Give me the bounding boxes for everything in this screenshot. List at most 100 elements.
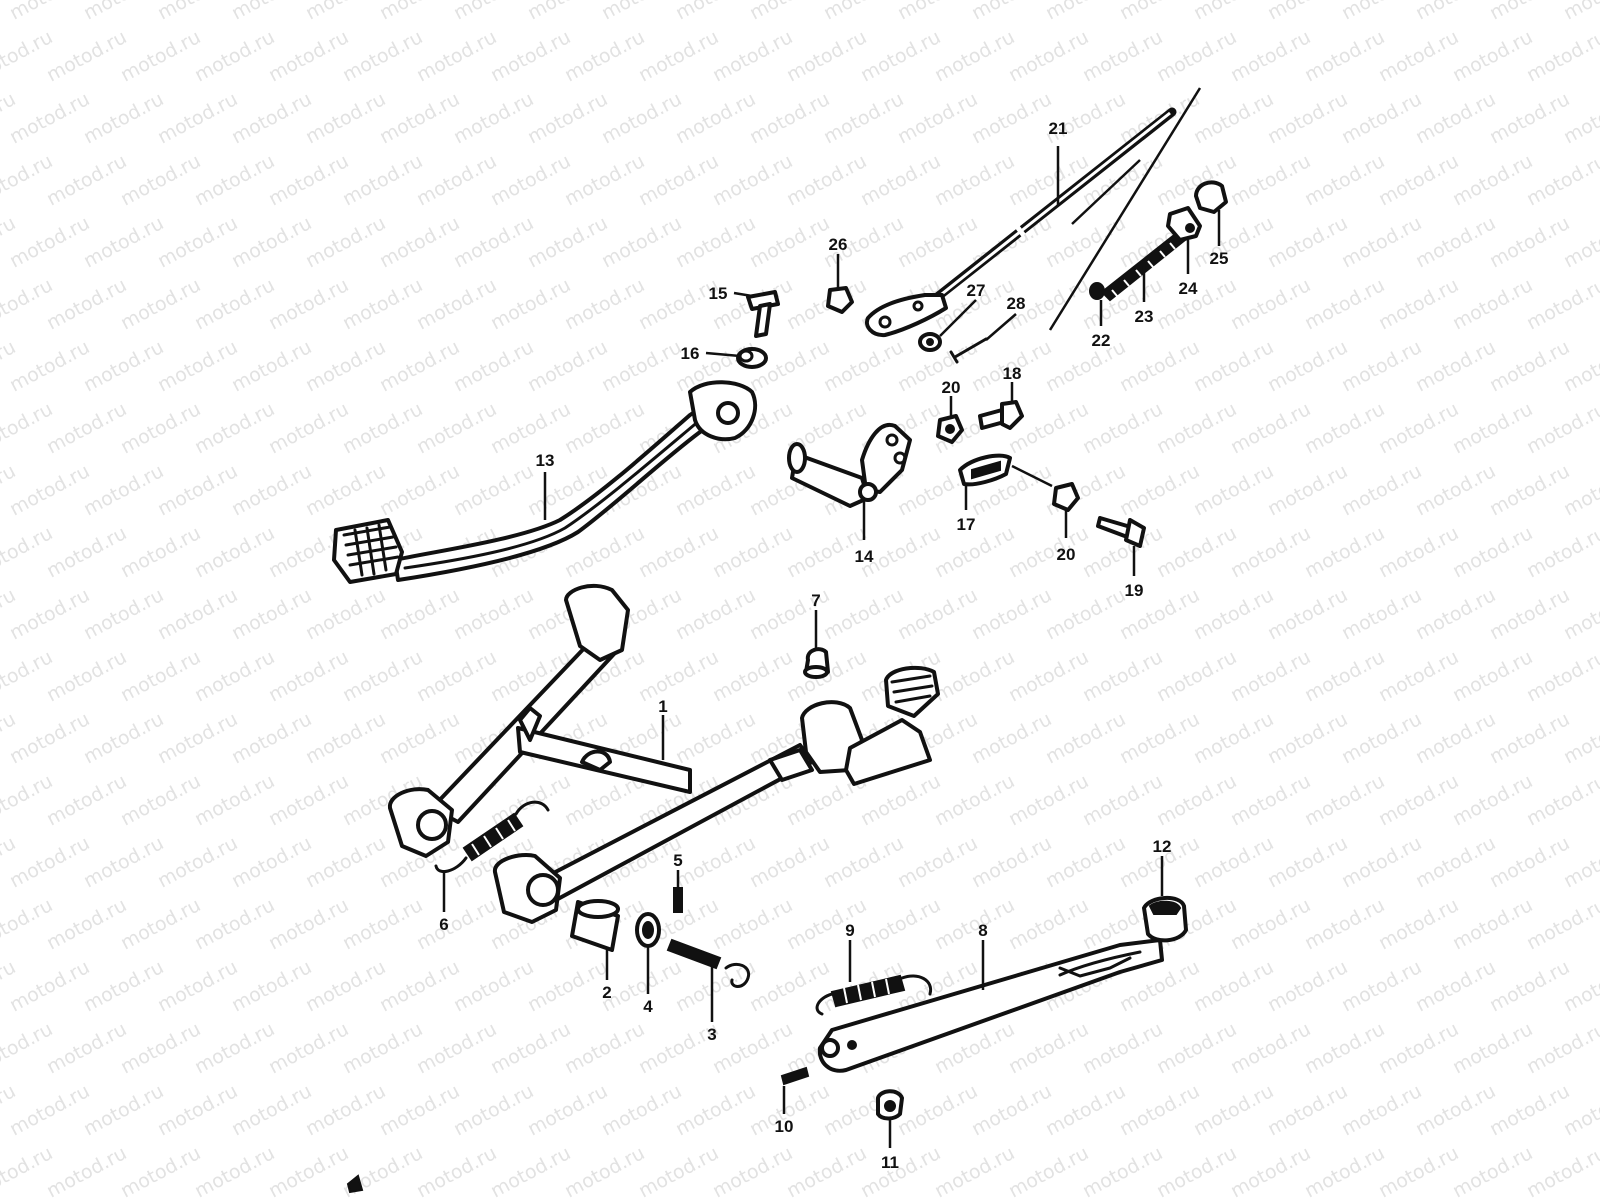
callout-10: 10 bbox=[775, 1086, 793, 1136]
watermark-text: motod.ru bbox=[376, 0, 463, 24]
watermark-text: motod.ru bbox=[1301, 274, 1388, 334]
watermark-text: motod.ru bbox=[635, 1142, 722, 1200]
watermark-text: motod.ru bbox=[339, 26, 426, 86]
watermark-text: motod.ru bbox=[117, 770, 204, 830]
watermark-text: motod.ru bbox=[1375, 26, 1462, 86]
spring-9-part bbox=[815, 974, 933, 1016]
callout-14: 14 bbox=[855, 500, 874, 566]
callout-4: 4 bbox=[643, 946, 653, 1016]
watermark-text: motod.ru bbox=[154, 460, 241, 520]
watermark-text: motod.ru bbox=[1375, 274, 1462, 334]
watermark-text: motod.ru bbox=[1523, 894, 1600, 954]
nut-20a-part bbox=[936, 414, 964, 444]
watermark-text: motod.ru bbox=[1264, 336, 1351, 396]
watermark-text: motod.ru bbox=[302, 212, 389, 272]
watermark-text: motod.ru bbox=[1412, 212, 1499, 272]
watermark-text: motod.ru bbox=[598, 88, 685, 148]
watermark-text: motod.ru bbox=[154, 0, 241, 24]
watermark-text: motod.ru bbox=[1227, 1018, 1314, 1078]
callout-9-label: 9 bbox=[845, 921, 854, 940]
watermark-text: motod.ru bbox=[1486, 584, 1573, 644]
watermark-text: motod.ru bbox=[6, 460, 93, 520]
watermark-text: motod.ru bbox=[1375, 1142, 1462, 1200]
watermark-text: motod.ru bbox=[43, 770, 130, 830]
watermark-text: motod.ru bbox=[1153, 770, 1240, 830]
watermark-text: motod.ru bbox=[339, 150, 426, 210]
watermark-text: motod.ru bbox=[1412, 88, 1499, 148]
watermark-text: motod.ru bbox=[783, 26, 870, 86]
watermark-text: motod.ru bbox=[1301, 398, 1388, 458]
watermark-text: motod.ru bbox=[1449, 646, 1536, 706]
watermark-text: motod.ru bbox=[191, 274, 278, 334]
watermark-text: motod.ru bbox=[1190, 0, 1277, 24]
watermark-text: motod.ru bbox=[450, 584, 537, 644]
watermark-text: motod.ru bbox=[524, 956, 611, 1016]
bolt-15-part bbox=[746, 290, 780, 338]
watermark-text: motod.ru bbox=[820, 88, 907, 148]
watermark-text: motod.ru bbox=[1190, 460, 1277, 520]
watermark-text: motod.ru bbox=[894, 832, 981, 892]
watermark-text: motod.ru bbox=[1412, 1080, 1499, 1140]
callout-9: 9 bbox=[845, 921, 855, 982]
watermark-text: motod.ru bbox=[191, 398, 278, 458]
watermark-text: motod.ru bbox=[1412, 956, 1499, 1016]
watermark-text: motod.ru bbox=[80, 584, 167, 644]
watermark-text: motod.ru bbox=[1523, 770, 1600, 830]
watermark-text: motod.ru bbox=[672, 88, 759, 148]
callout-3: 3 bbox=[707, 966, 717, 1044]
callout-13: 13 bbox=[536, 451, 554, 520]
watermark-text: motod.ru bbox=[117, 646, 204, 706]
callout-21-label: 21 bbox=[1049, 119, 1068, 138]
callout-8: 8 bbox=[978, 921, 988, 990]
watermark-text: motod.ru bbox=[1338, 88, 1425, 148]
callout-22-label: 22 bbox=[1092, 331, 1111, 350]
watermark-text: motod.ru bbox=[894, 88, 981, 148]
callout-6: 6 bbox=[439, 870, 449, 934]
watermark-text: motod.ru bbox=[1079, 646, 1166, 706]
watermark-text: motod.ru bbox=[6, 708, 93, 768]
watermark-text: motod.ru bbox=[598, 212, 685, 272]
watermark-text: motod.ru bbox=[43, 894, 130, 954]
callout-5-label: 5 bbox=[673, 851, 682, 870]
watermark-text: motod.ru bbox=[1264, 708, 1351, 768]
watermark-text: motod.ru bbox=[598, 336, 685, 396]
watermark-text: motod.ru bbox=[6, 88, 93, 148]
watermark-text: motod.ru bbox=[191, 150, 278, 210]
watermark-text: motod.ru bbox=[894, 212, 981, 272]
callout-20a: 20 bbox=[942, 378, 961, 416]
callout-17: 17 bbox=[957, 484, 975, 534]
watermark-text: motod.ru bbox=[450, 212, 537, 272]
spring-6-part bbox=[434, 800, 550, 874]
clip-17-part bbox=[958, 453, 1053, 488]
watermark-text: motod.ru bbox=[672, 460, 759, 520]
watermark-text: motod.ru bbox=[1375, 150, 1462, 210]
callout-20b-label: 20 bbox=[1057, 545, 1076, 564]
watermark-text: motod.ru bbox=[1523, 150, 1600, 210]
watermark-text: motod.ru bbox=[1449, 1018, 1536, 1078]
watermark-text: motod.ru bbox=[191, 1018, 278, 1078]
watermark-text: motod.ru bbox=[450, 460, 537, 520]
watermark-text: motod.ru bbox=[1560, 0, 1600, 24]
collar-24-part bbox=[1166, 206, 1202, 242]
watermark-text: motod.ru bbox=[598, 0, 685, 24]
watermark-text: motod.ru bbox=[931, 646, 1018, 706]
watermark-text: motod.ru bbox=[561, 150, 648, 210]
watermark-text: motod.ru bbox=[931, 26, 1018, 86]
callout-20a-label: 20 bbox=[942, 378, 961, 397]
watermark-text: motod.ru bbox=[1042, 1080, 1129, 1140]
callout-18: 18 bbox=[1003, 364, 1021, 404]
callout-28: 28 bbox=[985, 294, 1025, 341]
watermark-text: motod.ru bbox=[6, 0, 93, 24]
watermark-text: motod.ru bbox=[43, 646, 130, 706]
watermark-text: motod.ru bbox=[561, 1018, 648, 1078]
watermark-text: motod.ru bbox=[265, 894, 352, 954]
watermark-text: motod.ru bbox=[1227, 150, 1314, 210]
watermark-text: motod.ru bbox=[783, 894, 870, 954]
corner-mark bbox=[346, 1174, 364, 1194]
watermark-text: motod.ru bbox=[1079, 398, 1166, 458]
watermark-text: motod.ru bbox=[1227, 1142, 1314, 1200]
watermark-text: motod.ru bbox=[376, 212, 463, 272]
watermark-text: motod.ru bbox=[487, 398, 574, 458]
watermark-text: motod.ru bbox=[783, 150, 870, 210]
